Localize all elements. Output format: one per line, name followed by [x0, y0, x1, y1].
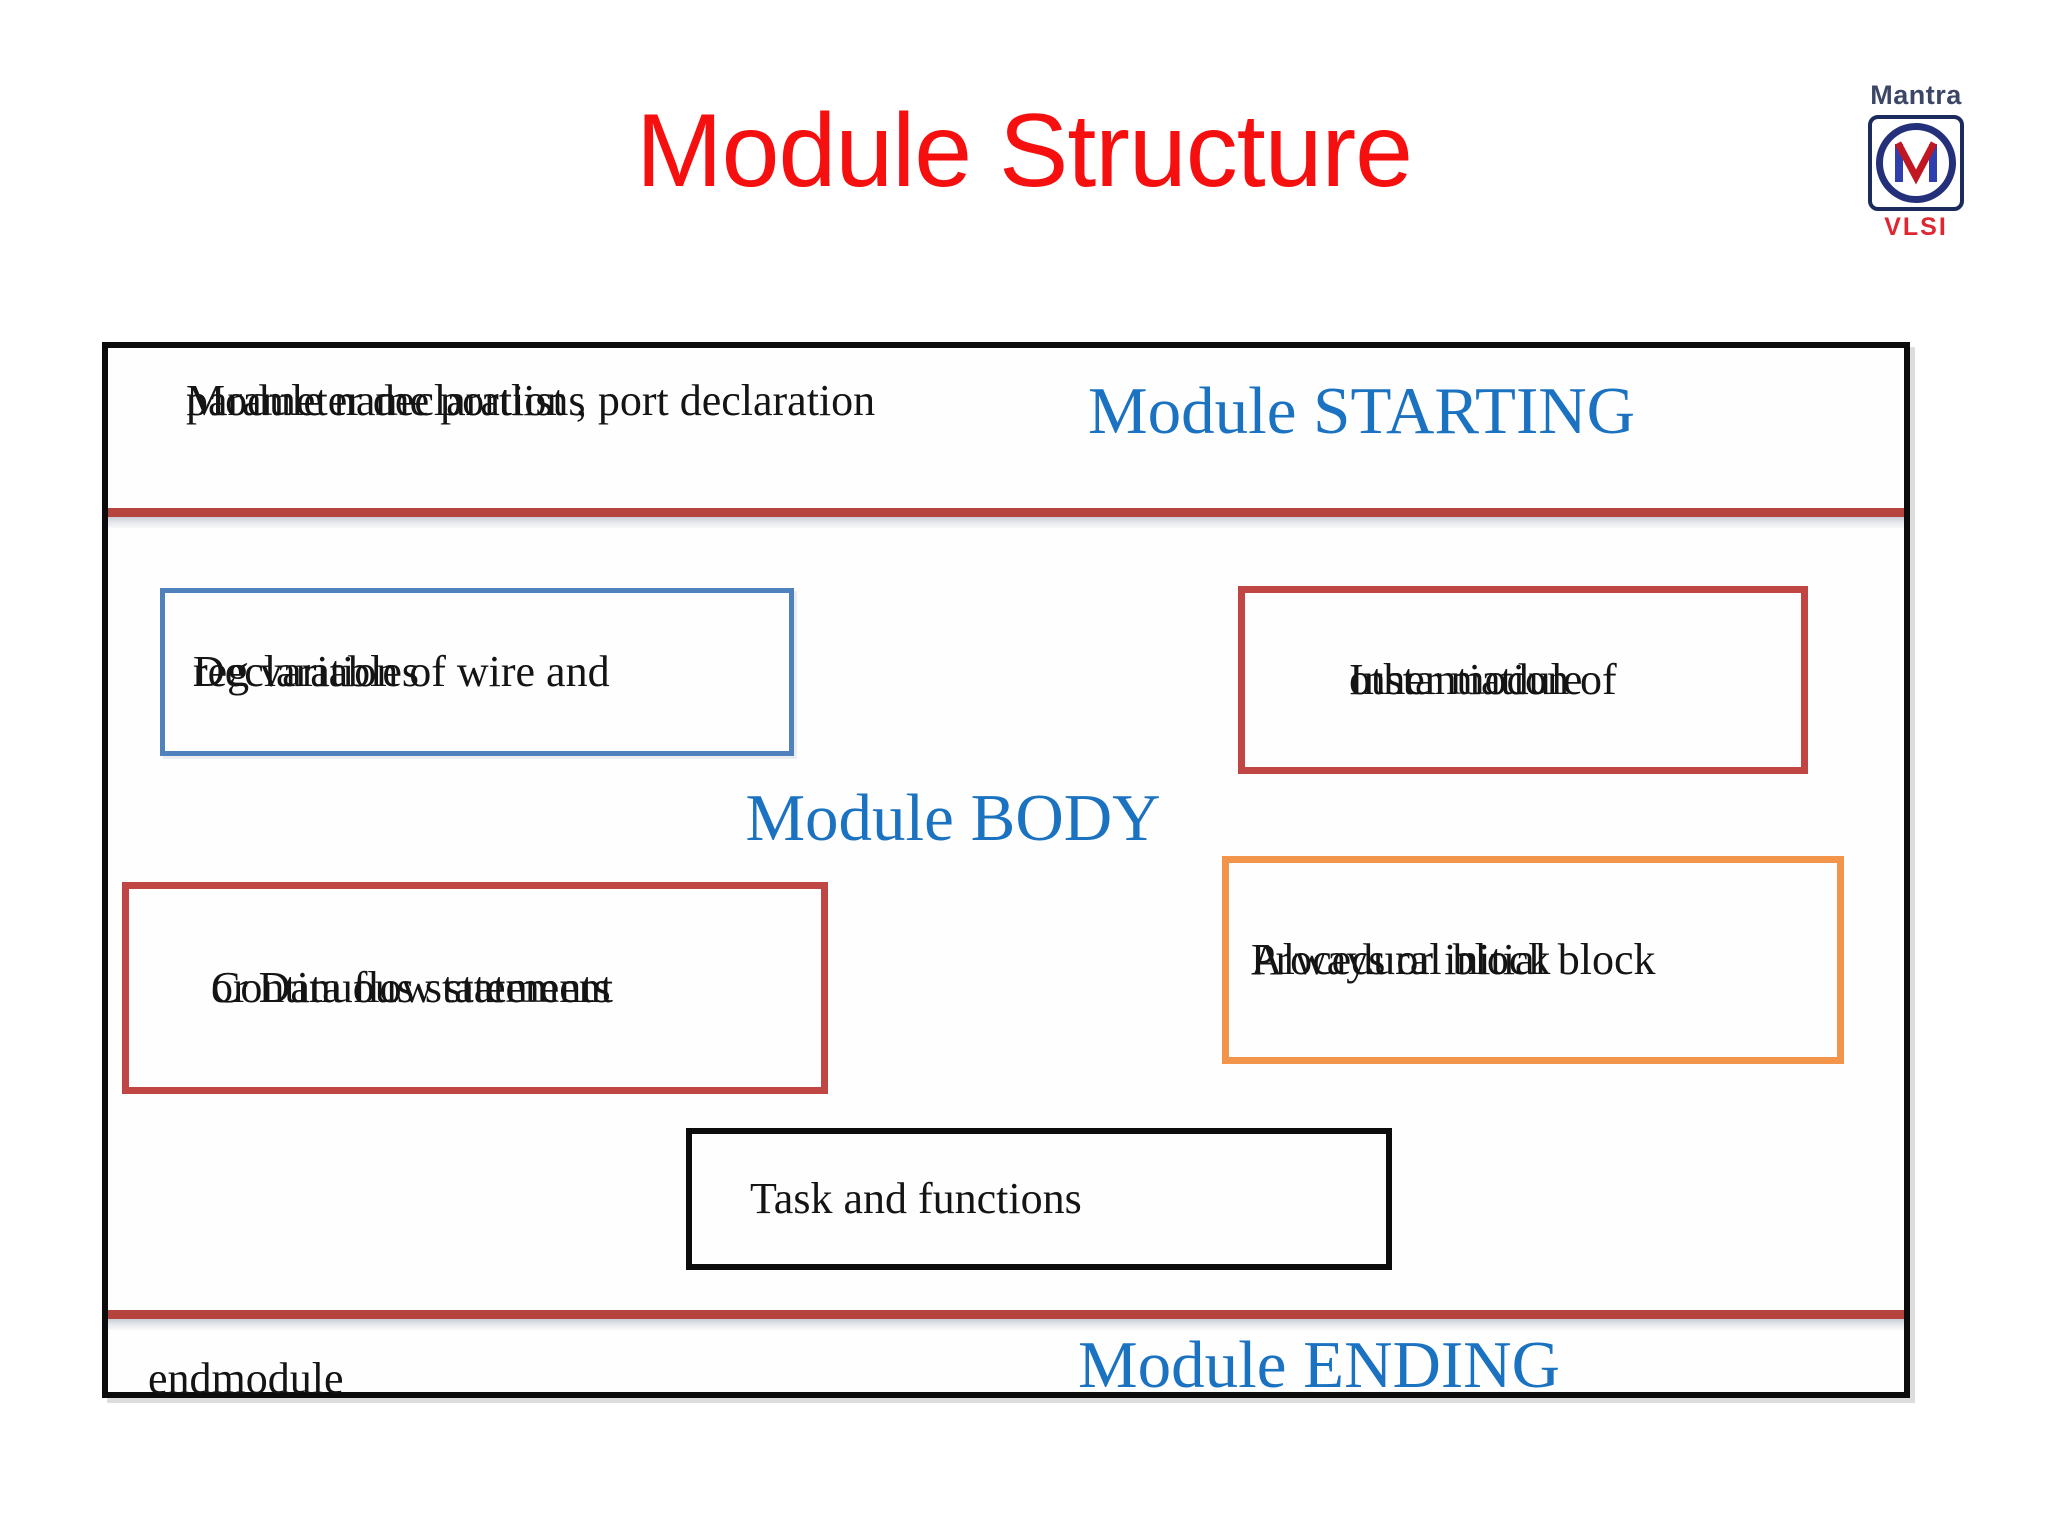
- module-ending-label: Module ENDING: [1078, 1328, 1560, 1402]
- declaration-line1: Declaration of wire and: [193, 647, 610, 696]
- instantiation-line2: other module: [1349, 655, 1583, 704]
- module-structure-frame: Module name portlist , port declaration …: [102, 342, 1910, 1403]
- procedural-line2: Always or initial block: [1251, 935, 1656, 984]
- task-line1: Task and functions: [750, 1174, 1082, 1223]
- procedural-line1: Procedural block: [1251, 935, 1551, 984]
- declaration-box: Declaration of wire and reg variables: [160, 588, 794, 756]
- procedural-block-box: Procedural block Always or initial block: [1222, 856, 1844, 1064]
- logo-name: Mantra: [1870, 80, 1962, 110]
- starting-description-line2: parameter declarations: [186, 376, 586, 425]
- starting-description-line1: Module name portlist , port declaration: [186, 376, 876, 425]
- divider-top-shadow: [108, 517, 1904, 528]
- logo-square: [1868, 115, 1964, 211]
- continuous-line2: or Data flow statement: [211, 963, 613, 1012]
- logo-caption: VLSI: [1884, 213, 1948, 241]
- task-functions-box: Task and functions: [686, 1128, 1392, 1270]
- continuous-statements-box: Continuous statements or Data flow state…: [122, 882, 828, 1094]
- m-monogram-icon: [1894, 141, 1938, 185]
- module-body-label: Module BODY: [745, 781, 1161, 855]
- divider-bottom-red-line: [108, 1310, 1904, 1319]
- divider-bottom-shadow: [108, 1319, 1904, 1330]
- instantiation-box: Instantiation of other module: [1238, 586, 1808, 774]
- logo-circle: [1876, 123, 1956, 203]
- instantiation-line1: Instantiation of: [1349, 655, 1617, 704]
- endmodule-text: endmodule: [148, 1354, 344, 1403]
- page-title: Module Structure: [636, 93, 1413, 209]
- mantra-vlsi-logo: Mantra VLSI: [1858, 80, 1974, 242]
- divider-top-red-line: [108, 508, 1904, 517]
- module-starting-label: Module STARTING: [1088, 374, 1636, 448]
- declaration-line2: reg variables: [193, 647, 419, 696]
- continuous-line1: Continuous statements: [211, 963, 611, 1012]
